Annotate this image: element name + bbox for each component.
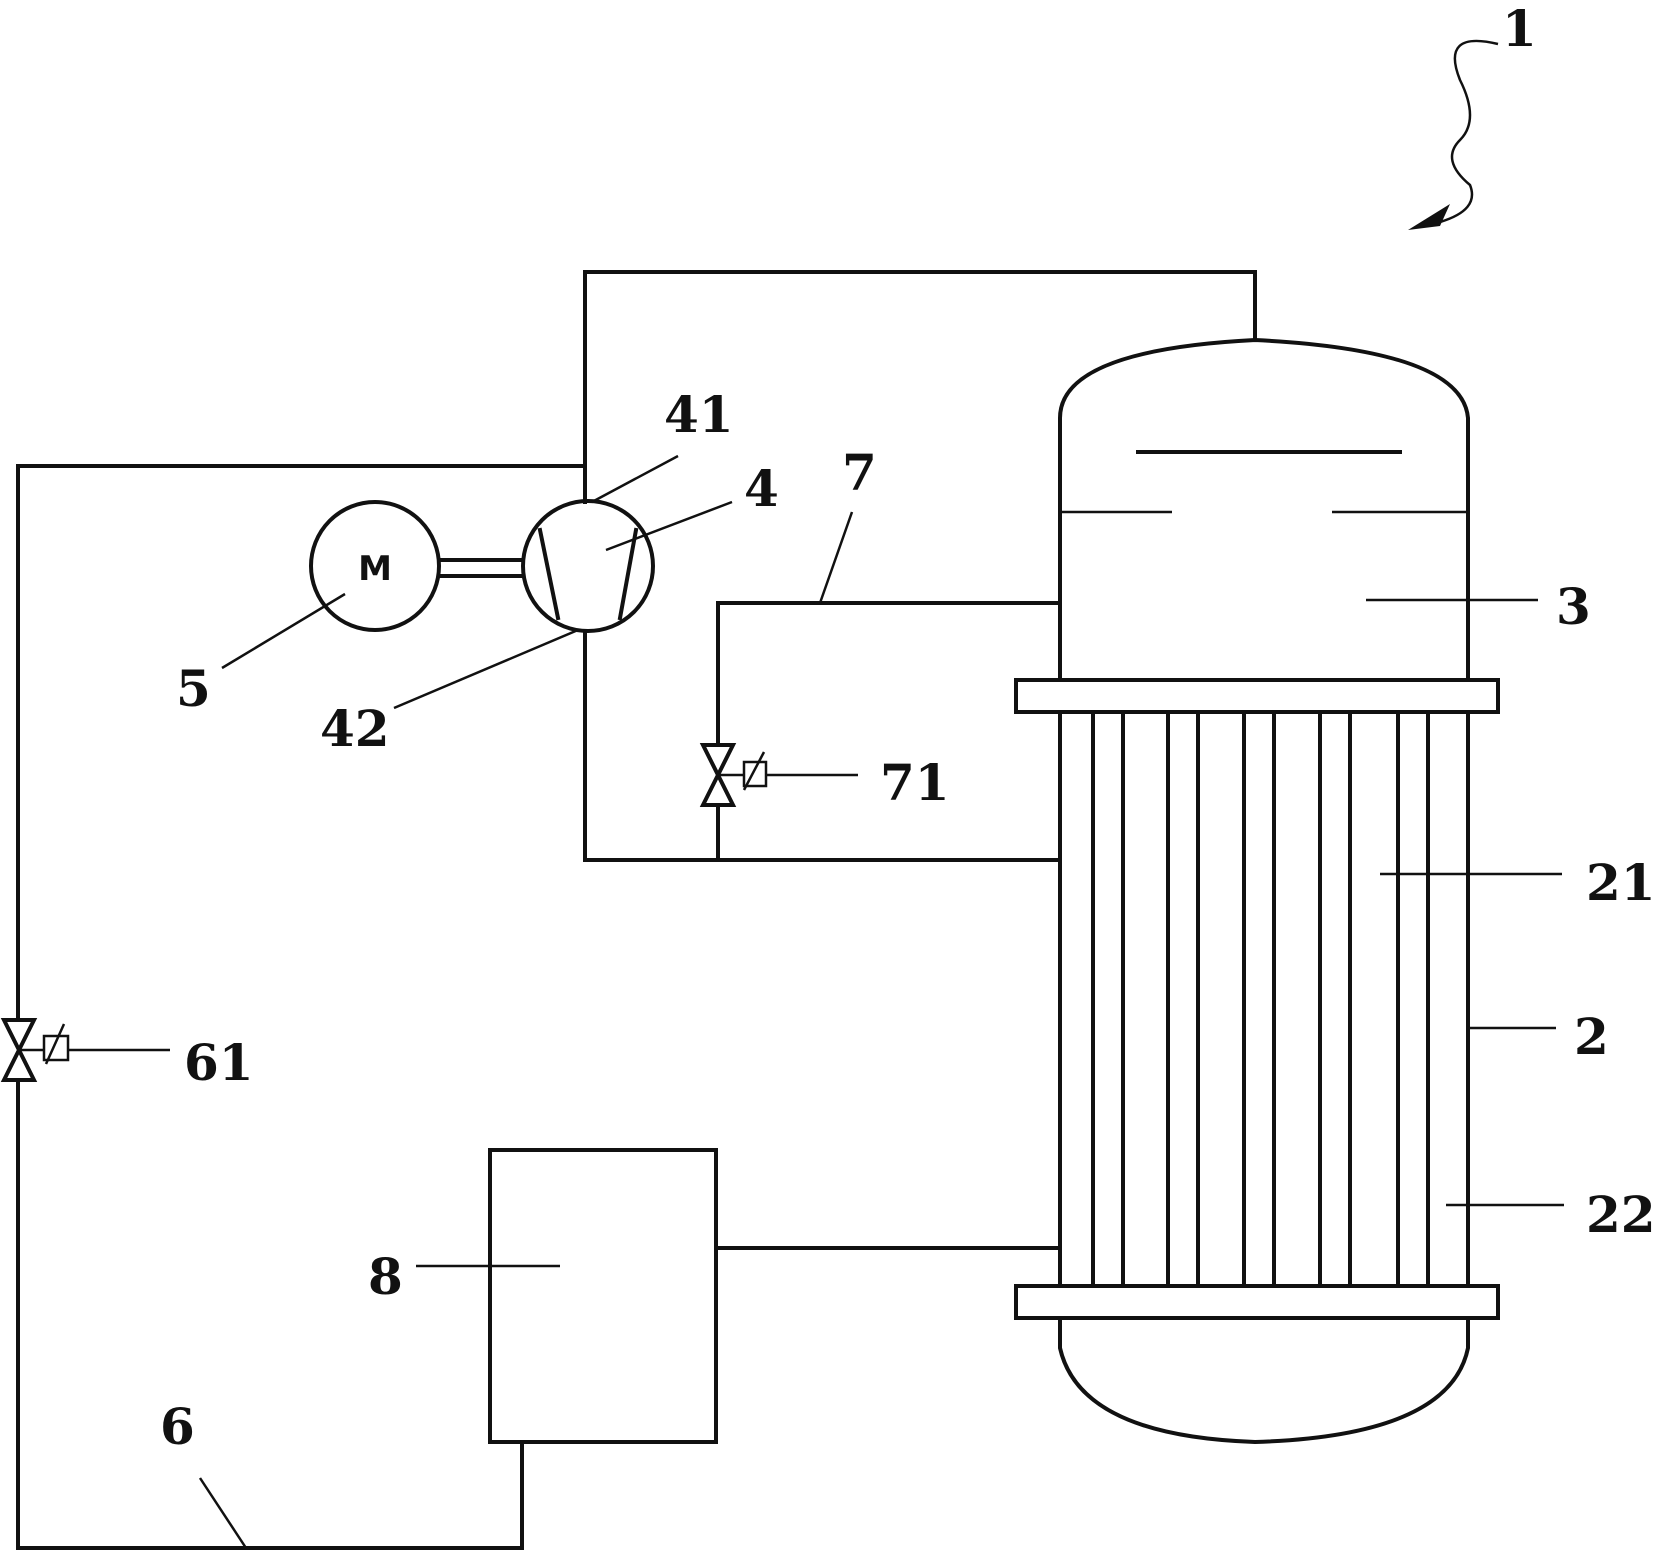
- label-71: 71: [880, 753, 950, 812]
- leader-41: [591, 454, 679, 504]
- vessel-head-top: [1058, 337, 1470, 680]
- valve-71-body: [699, 743, 737, 807]
- tube: [1166, 702, 1200, 1292]
- valve-71: [699, 743, 768, 807]
- lower-tube-sheet: [1014, 1284, 1500, 1320]
- compressor-blade-left: [537, 527, 561, 621]
- piping: [16, 270, 1257, 1550]
- leader-1-curve: [1439, 39, 1499, 224]
- pipe-left-loop: [16, 464, 587, 1022]
- motor-circle: [309, 500, 441, 632]
- label-4: 4: [744, 459, 779, 518]
- label-21: 21: [1586, 853, 1656, 912]
- tube: [1242, 702, 1276, 1292]
- tube: [1396, 702, 1430, 1292]
- label-61: 61: [184, 1033, 254, 1092]
- leader-6: [198, 1477, 248, 1549]
- pipe-line-7: [716, 601, 1062, 747]
- compressor-blade-right: [617, 527, 639, 621]
- valve-61-slash: [44, 1023, 66, 1065]
- compressor: [521, 499, 655, 633]
- valve-61: [0, 1018, 70, 1082]
- valve-61-body: [0, 1018, 38, 1082]
- valve-71-slash: [742, 751, 766, 791]
- pipe-left-lower: [16, 1078, 524, 1550]
- box-8: [488, 1148, 718, 1444]
- label-22: 22: [1586, 1185, 1656, 1244]
- motor: M: [309, 500, 524, 632]
- compressor-circle: [521, 499, 655, 633]
- label-1: 1: [1502, 0, 1537, 58]
- label-41: 41: [664, 385, 734, 444]
- leader-lines: [68, 39, 1564, 1549]
- label-6: 6: [160, 1397, 195, 1456]
- vessel-head-bottom: [1058, 1318, 1470, 1445]
- labels: 1 41 4 7 3 5 42 71 21 2 61 22 8 6: [160, 0, 1656, 1456]
- leader-5: [221, 592, 346, 670]
- label-2: 2: [1574, 1007, 1609, 1066]
- pipe-compressor-to-shell: [583, 630, 1062, 862]
- pipe-top-loop: [583, 270, 1257, 504]
- leader-7: [818, 511, 854, 604]
- label-7: 7: [842, 443, 877, 502]
- leader-42: [393, 628, 579, 710]
- label-42: 42: [320, 699, 390, 758]
- upper-tube-sheet: [1014, 678, 1500, 714]
- leader-4: [605, 500, 733, 552]
- label-5: 5: [176, 659, 211, 718]
- motor-letter: M: [358, 549, 392, 589]
- leader-1-arrowhead: [1408, 204, 1450, 230]
- valve-61-actuator: [42, 1034, 70, 1062]
- label-3: 3: [1556, 577, 1591, 636]
- tube: [1318, 702, 1352, 1292]
- tube: [1091, 702, 1125, 1292]
- label-8: 8: [368, 1247, 403, 1306]
- vessel: [1014, 337, 1500, 1445]
